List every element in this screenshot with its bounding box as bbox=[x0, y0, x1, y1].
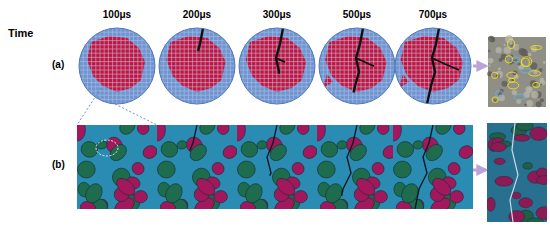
experiment-photo bbox=[487, 35, 546, 107]
experiment-grains bbox=[487, 123, 547, 222]
zoom-marker bbox=[96, 140, 118, 156]
circle-border bbox=[319, 28, 395, 104]
axis-title: Time bbox=[8, 28, 33, 39]
grain-panel bbox=[77, 125, 157, 209]
circle-border bbox=[239, 28, 315, 104]
zoom-line bbox=[115, 104, 157, 125]
lattice-circle bbox=[159, 28, 235, 104]
time-label: 300μs bbox=[263, 10, 291, 20]
row-label: (b) bbox=[52, 160, 65, 170]
lattice-circle bbox=[239, 28, 315, 104]
circle-border bbox=[395, 28, 471, 104]
result-arrow bbox=[473, 65, 486, 68]
grain-panel bbox=[157, 125, 237, 209]
grain-panel bbox=[317, 125, 397, 209]
time-label: 200μs bbox=[183, 10, 211, 20]
grain-panel bbox=[393, 125, 473, 209]
grain-panel bbox=[237, 125, 317, 209]
time-label: 100μs bbox=[103, 10, 131, 20]
time-label: 700μs bbox=[419, 10, 447, 20]
lattice-circle bbox=[319, 28, 395, 104]
lattice-circle bbox=[79, 28, 155, 104]
circle-border bbox=[159, 28, 235, 104]
lattice-circle bbox=[395, 28, 471, 104]
circle-border bbox=[79, 28, 155, 104]
result-arrow bbox=[473, 169, 486, 172]
row-label: (a) bbox=[52, 60, 64, 70]
time-label: 500μs bbox=[343, 10, 371, 20]
zoom-line bbox=[77, 88, 101, 125]
